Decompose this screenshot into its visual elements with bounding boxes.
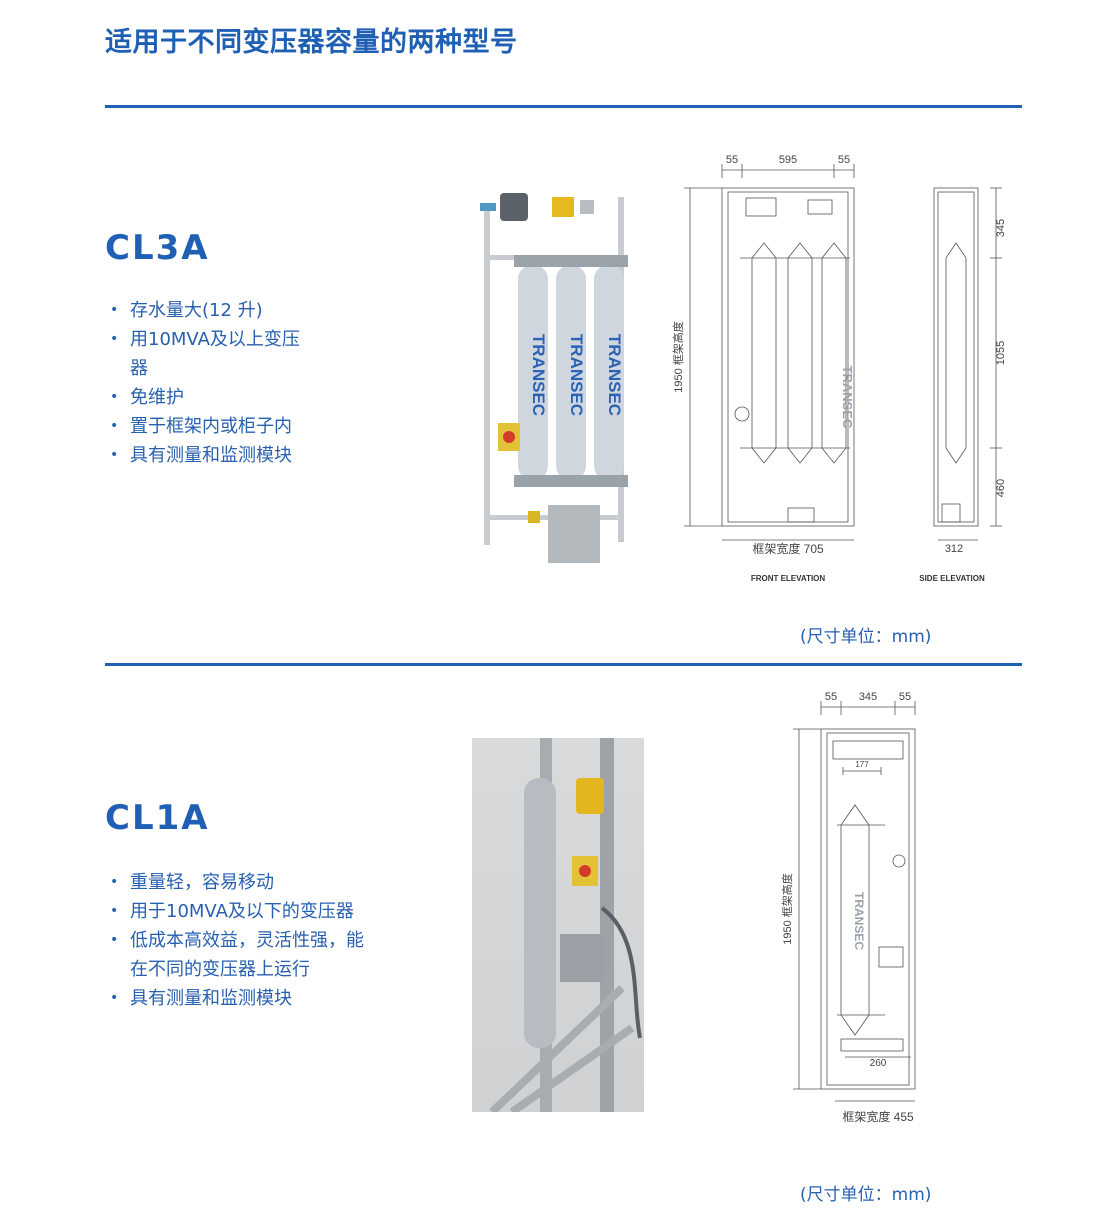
dim-label: 55 <box>899 691 911 703</box>
frame-width-label: 框架宽度 455 <box>842 1109 914 1124</box>
cl1a-product-photo <box>472 738 644 1116</box>
cl3a-technical-drawing: TRANSEC 55 595 55 1950 框架高度 框架宽度 705 FRO… <box>671 154 1007 583</box>
dim-inner-top: 177 <box>855 760 869 769</box>
front-elevation-label: FRONT ELEVATION <box>751 574 826 583</box>
frame-height-label: 1950 框架高度 <box>780 873 794 945</box>
feature-item: 具有测量和监测模块 <box>110 984 440 1013</box>
side-width-label: 312 <box>945 543 963 555</box>
feature-item: 用10MVA及以上变压器 <box>110 325 310 383</box>
dim-inner-bottom: 260 <box>870 1058 887 1069</box>
page-title: 适用于不同变压器容量的两种型号 <box>105 27 518 58</box>
side-elevation-label: SIDE ELEVATION <box>919 574 985 583</box>
frame-height-label: 1950 框架高度 <box>671 321 685 393</box>
dim-label: 345 <box>859 691 877 703</box>
product-brand: TRANSEC <box>567 334 586 416</box>
dim-label: 55 <box>726 154 738 166</box>
dim-label: 55 <box>825 691 837 703</box>
side-dim-label: 345 <box>995 219 1007 237</box>
feature-item: 低成本高效益，灵活性强，能在不同的变压器上运行 <box>110 926 370 984</box>
feature-list-cl3a: 存水量大(12 升) 用10MVA及以上变压器 免维护 置于框架内或柜子内 具有… <box>110 296 440 470</box>
feature-item: 置于框架内或柜子内 <box>110 412 440 441</box>
feature-item: 免维护 <box>110 383 440 412</box>
feature-item: 用于10MVA及以下的变压器 <box>110 897 440 926</box>
header-divider <box>105 105 1022 108</box>
model-title-cl1a: CL1A <box>105 798 210 838</box>
feature-item: 存水量大(12 升) <box>110 296 440 325</box>
side-dim-label: 460 <box>995 479 1007 497</box>
unit-note-cl1a: (尺寸单位：mm) <box>800 1185 932 1205</box>
drawing-brand: TRANSEC <box>840 366 855 429</box>
frame-width-label: 框架宽度 705 <box>752 541 824 556</box>
section-divider <box>105 663 1022 666</box>
dim-label: 55 <box>838 154 850 166</box>
unit-note-cl3a: (尺寸单位：mm) <box>800 627 932 647</box>
feature-list-cl1a: 重量轻，容易移动 用于10MVA及以下的变压器 低成本高效益，灵活性强，能在不同… <box>110 868 440 1013</box>
product-brand: TRANSEC <box>529 334 548 416</box>
feature-item: 具有测量和监测模块 <box>110 441 440 470</box>
side-dim-label: 1055 <box>995 341 1007 365</box>
cl1a-technical-drawing: 55 345 55 177 260 1950 框架高度 框架宽度 455 TRA… <box>780 691 916 1124</box>
model-title-cl3a: CL3A <box>105 228 210 268</box>
feature-item: 重量轻，容易移动 <box>110 868 440 897</box>
cl3a-product-photo: TRANSEC TRANSEC TRANSEC <box>480 193 628 563</box>
product-brand: TRANSEC <box>605 334 624 416</box>
dim-label: 595 <box>779 154 797 166</box>
drawing-brand: TRANSEC <box>852 892 866 950</box>
